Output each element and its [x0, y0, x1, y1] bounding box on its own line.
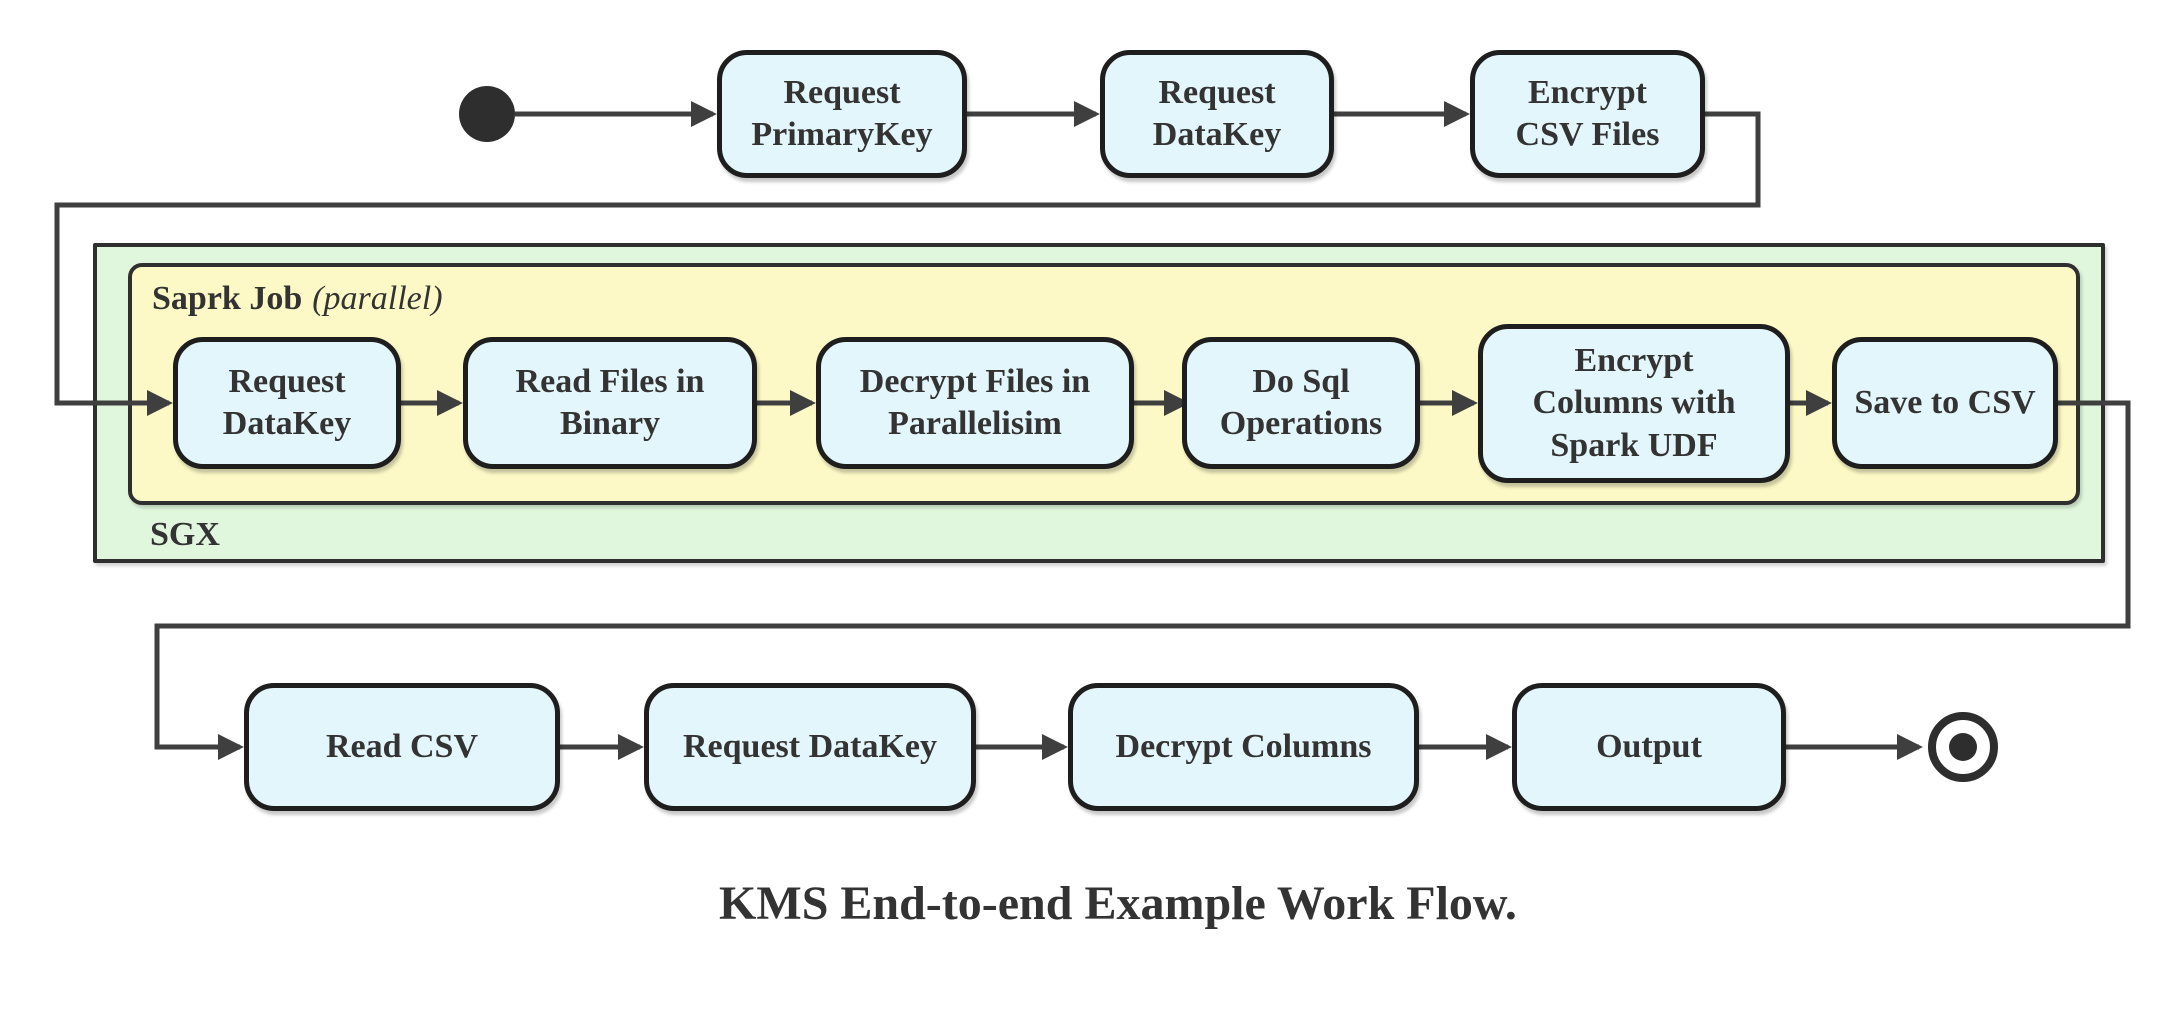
node-request-datakey-bottom: Request DataKey	[644, 683, 976, 811]
final-state-inner-dot	[1949, 733, 1977, 761]
node-request-datakey-spark: Request DataKey	[173, 337, 401, 469]
diagram-caption: KMS End-to-end Example Work Flow.	[719, 877, 1517, 930]
node-encrypt-columns-with-spark-udf: Encrypt Columns with Spark UDF	[1478, 324, 1790, 483]
node-save-to-csv: Save to CSV	[1832, 337, 2058, 469]
node-encrypt-csv-files: Encrypt CSV Files	[1470, 50, 1705, 178]
node-read-csv: Read CSV	[244, 683, 560, 811]
node-decrypt-files-in-parallelisim: Decrypt Files in Parallelisim	[816, 337, 1134, 469]
spark-job-title: Saprk Job	[152, 280, 303, 317]
sgx-label: SGX	[150, 516, 220, 553]
node-do-sql-operations: Do Sql Operations	[1182, 337, 1420, 469]
node-output: Output	[1512, 683, 1786, 811]
node-decrypt-columns: Decrypt Columns	[1068, 683, 1419, 811]
node-request-datakey-top: Request DataKey	[1100, 50, 1334, 178]
spark-job-label: Saprk Job(parallel)	[152, 280, 443, 318]
edge-save-to-csv-to-read-csv	[154, 400, 2131, 760]
node-read-files-in-binary: Read Files in Binary	[463, 337, 757, 469]
edge-encrypt-csv-files-to-spark-request-datakey	[54, 111, 1761, 416]
initial-state-node	[459, 86, 515, 142]
node-request-primarykey: Request PrimaryKey	[717, 50, 967, 178]
spark-job-qualifier: (parallel)	[312, 280, 443, 317]
